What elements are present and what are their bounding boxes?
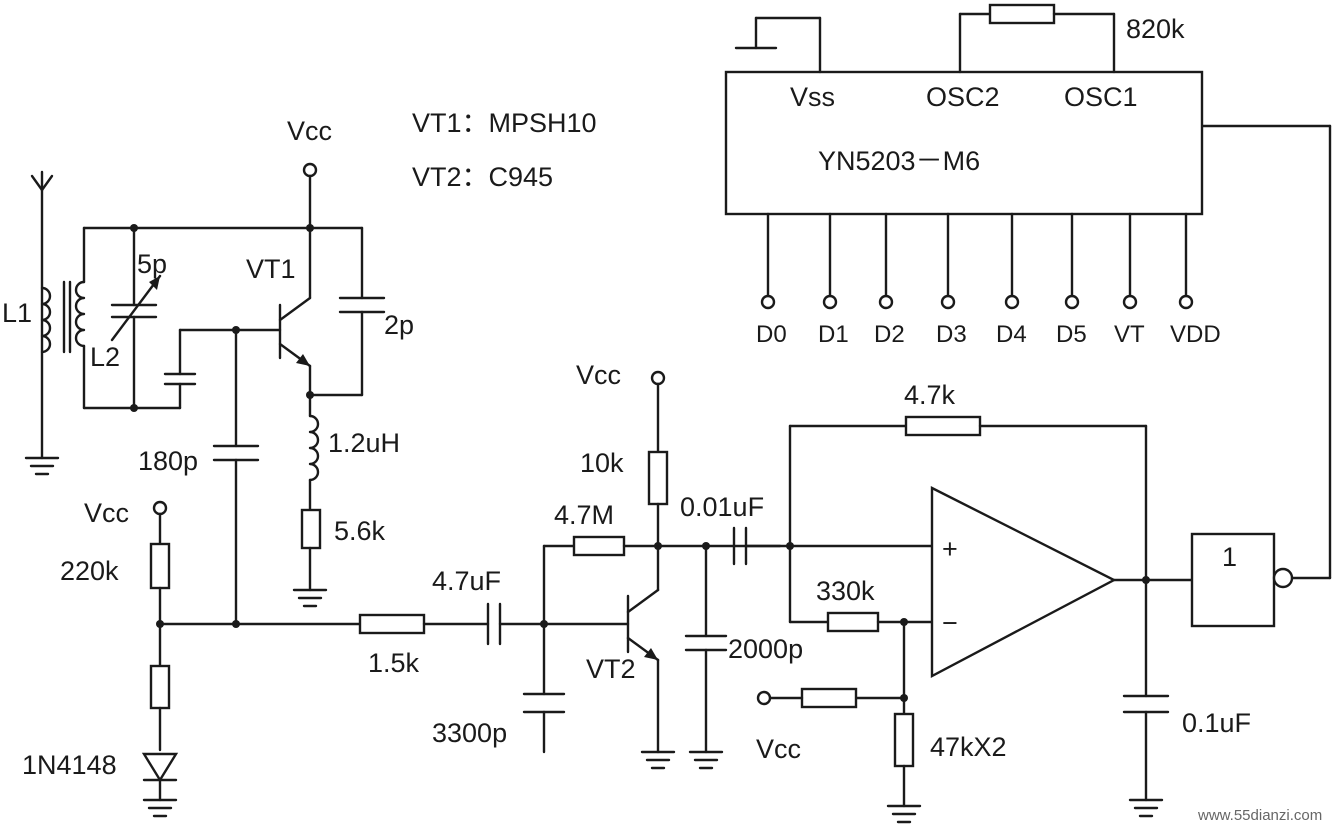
opamp-plus: +	[942, 534, 958, 564]
watermark: www.55dianzi.com	[1197, 807, 1322, 824]
resistor-bias	[149, 664, 171, 752]
l-1-2uh-label: 1.2uH	[328, 428, 400, 458]
ground-icon	[24, 456, 60, 476]
variable-capacitor-5p	[110, 224, 162, 412]
resistor-47kx2	[756, 620, 922, 824]
pin-d0: D0	[756, 321, 787, 348]
capacitor-3300p	[522, 544, 566, 754]
ic-bottom-pins	[760, 212, 1194, 310]
capacitor-0-01uf	[732, 526, 934, 566]
d-1n4148-label: 1N4148	[22, 750, 117, 780]
vcc-label-mid: Vcc	[576, 360, 621, 390]
capacitor-0-1uf	[1122, 578, 1170, 818]
pin-d3: D3	[936, 321, 967, 348]
r-1-5k-label: 1.5k	[368, 648, 420, 678]
pin-osc1: OSC1	[1064, 82, 1138, 112]
inverter-gate	[1190, 124, 1332, 628]
c-2p-label: 2p	[384, 310, 414, 340]
c-0-01uf-label: 0.01uF	[680, 492, 764, 522]
pin-d1: D1	[818, 321, 849, 348]
vcc-terminal	[302, 162, 318, 232]
vcc-terminal-mid	[650, 370, 666, 454]
pin-d5: D5	[1056, 321, 1087, 348]
pin-vss: Vss	[790, 82, 835, 112]
opamp	[930, 486, 1194, 678]
antenna-icon	[30, 170, 54, 460]
vt2-label: VT2	[586, 654, 636, 684]
transistor-vt1	[278, 226, 312, 397]
opamp-minus: −	[942, 608, 958, 638]
r-10k-label: 10k	[580, 448, 624, 478]
vcc-label-bottom: Vcc	[756, 734, 801, 764]
c-3300p-label: 3300p	[432, 718, 507, 748]
c-0-1uf-label: 0.1uF	[1182, 708, 1251, 738]
r-4-7k-label: 4.7k	[904, 380, 956, 410]
pin-d2: D2	[874, 321, 905, 348]
pin-d4: D4	[996, 321, 1027, 348]
vcc-terminal-left	[152, 500, 168, 546]
ic-name: YN5203－M6	[818, 146, 980, 176]
vcc-label-top: Vcc	[287, 116, 332, 146]
r-330k-label: 330k	[816, 576, 875, 606]
coupling-capacitor	[163, 326, 282, 410]
resistor-330k	[788, 544, 934, 633]
resistor-1-5k	[358, 613, 490, 635]
vcc-label-left: Vcc	[84, 498, 129, 528]
resistor-4-7k	[788, 415, 1148, 582]
r-220k-label: 220k	[60, 556, 119, 586]
transistor-vt2	[626, 544, 676, 770]
r-4-7m-label: 4.7M	[554, 500, 614, 530]
capacitor-4-7uf	[486, 602, 630, 646]
c-2000p-label: 2000p	[728, 634, 803, 664]
l2-label: L2	[90, 342, 120, 372]
vt1-label: VT1	[246, 254, 296, 284]
ic-yn5203	[724, 3, 1204, 216]
pin-vt: VT	[1114, 321, 1145, 348]
r-5-6k-label: 5.6k	[334, 516, 386, 546]
c-5p-label: 5p	[137, 249, 167, 279]
vt2-note: VT2：C945	[412, 162, 553, 192]
osc-resistor-label: 820k	[1126, 14, 1185, 44]
c-4-7uf-label: 4.7uF	[432, 566, 501, 596]
resistor-4-7m	[542, 535, 782, 557]
pin-osc2: OSC2	[926, 82, 1000, 112]
resistor-220k	[149, 542, 362, 668]
inductor-l1	[40, 280, 72, 354]
vt1-note: VT1：MPSH10	[412, 108, 597, 138]
r-47kx2-label: 47kX2	[930, 732, 1007, 762]
l1-label: L1	[2, 298, 32, 328]
inductor-1-2uh	[308, 393, 320, 512]
resistor-10k	[647, 450, 669, 548]
capacitor-2p	[306, 226, 386, 399]
pin-vdd: VDD	[1170, 321, 1221, 348]
capacitor-180p	[212, 328, 260, 628]
resistor-5-6k	[292, 508, 328, 608]
capacitor-2000p	[684, 544, 728, 770]
c-180p-label: 180p	[138, 446, 198, 476]
gate-label: 1	[1222, 542, 1237, 572]
diode-1n4148	[141, 752, 179, 818]
